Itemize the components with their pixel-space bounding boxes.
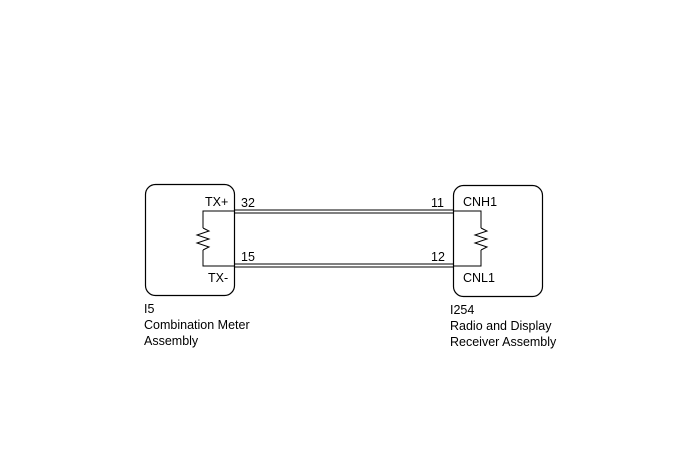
wire-tx-minus-to-cnl1 [234, 263, 454, 268]
terminal-cnl1: CNL1 [463, 271, 495, 285]
pin-11: 11 [431, 196, 444, 210]
left-component-name-line1: Combination Meter [144, 318, 250, 332]
left-component-caption: I5 Combination Meter Assembly [144, 301, 250, 349]
left-component-id: I5 [144, 302, 155, 316]
right-component-name-line1: Radio and Display [450, 319, 552, 333]
right-component-caption: I254 Radio and Display Receiver Assembly [450, 302, 556, 350]
right-component-id: I254 [450, 303, 475, 317]
terminal-tx-minus: TX- [208, 271, 229, 285]
right-resistor-symbol [454, 210, 489, 267]
combination-meter-box [144, 183, 236, 297]
wire-tx-plus-to-cnh1 [234, 209, 454, 214]
right-component-name-line2: Receiver Assembly [450, 335, 557, 349]
pin-12: 12 [431, 250, 445, 264]
radio-display-receiver-box [452, 184, 544, 298]
left-resistor-symbol [195, 210, 234, 267]
left-component-name-line2: Assembly [144, 334, 199, 348]
terminal-cnh1: CNH1 [463, 195, 498, 209]
terminal-tx-plus: TX+ [205, 195, 229, 209]
pin-32: 32 [241, 196, 255, 210]
pin-15: 15 [241, 250, 255, 264]
